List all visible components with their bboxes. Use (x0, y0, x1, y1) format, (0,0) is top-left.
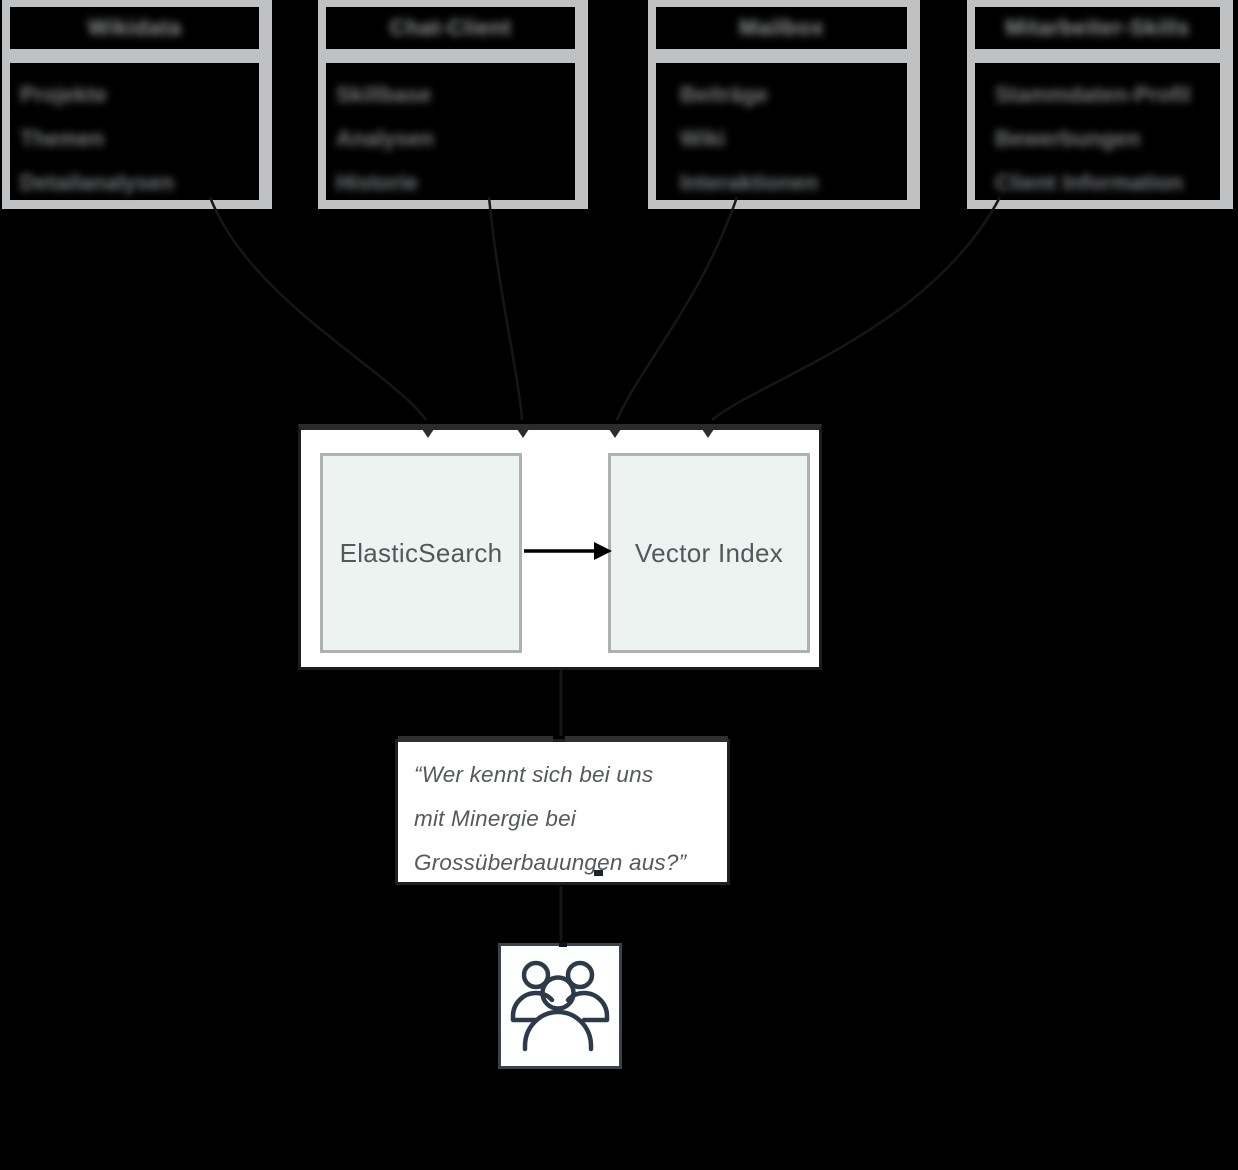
list-item: Interaktionen (680, 170, 819, 195)
search-pipeline-panel: ElasticSearch Vector Index (298, 424, 822, 670)
quote-top-border-left (398, 736, 553, 742)
list-item: Stammdaten-Profil (995, 82, 1191, 107)
list-item: Client Information (995, 170, 1184, 195)
query-line-2: mit Minergie bei (414, 806, 577, 831)
source-box-3: Mailbox Beiträge Wiki Interaktionen (648, 0, 920, 209)
connector-box2-to-panel (487, 196, 524, 421)
connector-box3-to-panel (615, 196, 739, 421)
list-item: Detailanalysen (20, 170, 175, 195)
vector-index-label: Vector Index (634, 537, 784, 568)
list-item: Wiki (680, 126, 726, 151)
source-box-2-title: Chat-Client (389, 15, 512, 40)
source-box-4-body: Stammdaten-Profil Bewerbungen Client Inf… (975, 63, 1220, 200)
source-box-4: Mitarbeiter-Skills Stammdaten-Profil Bew… (967, 0, 1233, 209)
source-box-4-title: Mitarbeiter-Skills (1005, 15, 1190, 40)
connector-notch (559, 942, 567, 947)
list-item: Projekte (20, 82, 107, 107)
source-box-4-header: Mitarbeiter-Skills (975, 7, 1220, 49)
list-item: Skillbase (336, 82, 432, 107)
list-item: Themen (20, 126, 105, 151)
list-item: Historie (336, 170, 418, 195)
source-box-2-header: Chat-Client (326, 7, 575, 49)
connector-box4-to-panel (711, 196, 1002, 421)
elasticsearch-label: ElasticSearch (339, 537, 503, 568)
source-box-1-body: Projekte Themen Detailanalysen (10, 63, 259, 200)
source-box-1: Wikidata Projekte Themen Detailanalysen (2, 0, 272, 209)
vector-index-node: Vector Index (608, 453, 810, 653)
users-icon (510, 960, 610, 1052)
list-item: Analysen (336, 126, 434, 151)
source-box-3-title: Mailbox (739, 15, 824, 40)
list-item: Bewerbungen (995, 126, 1141, 151)
source-box-3-body: Beiträge Wiki Interaktionen (656, 63, 907, 200)
users-icon-box (498, 942, 622, 1069)
source-box-2-body: Skillbase Analysen Historie (326, 63, 575, 200)
source-box-2: Chat-Client Skillbase Analysen Historie (318, 0, 588, 209)
quote-top-border-right (565, 736, 728, 742)
user-query-box: “Wer kennt sich bei uns mit Minergie bei… (395, 736, 730, 885)
query-line-1: “Wer kennt sich bei uns (414, 762, 654, 787)
source-box-1-header: Wikidata (10, 7, 259, 49)
connector-box1-to-panel (208, 196, 428, 421)
list-item: Beiträge (680, 82, 769, 107)
source-box-3-header: Mailbox (656, 7, 907, 49)
elasticsearch-node: ElasticSearch (320, 453, 522, 653)
query-line-3: Grossüberbauungen aus?” (414, 850, 687, 875)
source-box-1-title: Wikidata (87, 15, 182, 40)
